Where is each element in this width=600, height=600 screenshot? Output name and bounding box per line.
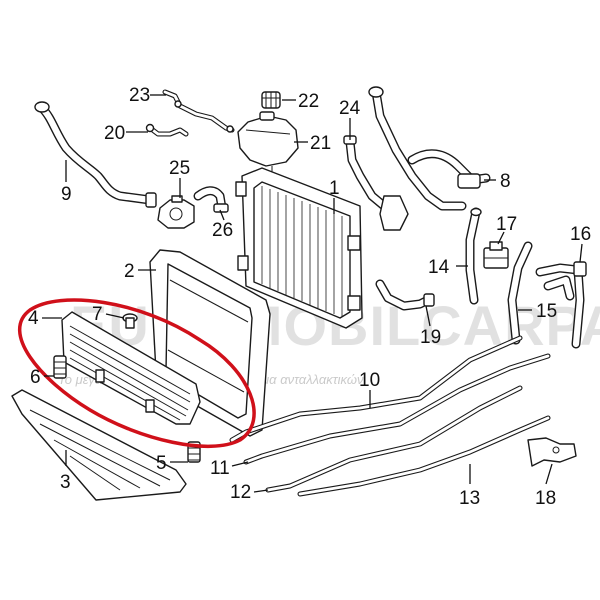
callout-25: 25 (169, 158, 190, 179)
hose-part-8 (368, 86, 491, 211)
bracket-part-23 (162, 89, 235, 133)
callout-15: 15 (536, 301, 557, 322)
highlight-ellipse (17, 298, 256, 448)
callout-20: 20 (104, 123, 125, 144)
grommet-part-6 (53, 355, 67, 379)
callout-7: 7 (92, 304, 103, 325)
callout-8: 8 (500, 171, 511, 192)
hose-part-24 (343, 135, 409, 231)
callout-6: 6 (30, 367, 41, 388)
aux-cooler-part-4 (61, 311, 201, 425)
pipe-part-16 (535, 261, 587, 349)
hose-part-14 (465, 207, 482, 305)
callout-10: 10 (359, 370, 380, 391)
hose-part-15 (507, 241, 533, 345)
callout-21: 21 (310, 133, 331, 154)
callout-2: 2 (124, 261, 135, 282)
callout-14: 14 (428, 257, 450, 278)
callout-1: 1 (329, 178, 340, 199)
hose-part-26 (193, 186, 229, 213)
bracket-part-18 (527, 437, 577, 467)
callout-9: 9 (61, 184, 72, 205)
hose-part-19 (375, 279, 435, 311)
pipe-part-20 (145, 123, 189, 137)
expansion-tank-part-21 (237, 111, 299, 174)
callout-12: 12 (230, 482, 251, 503)
lines-part-10-11-12-13 (229, 335, 551, 497)
thermostat-part-25 (157, 195, 195, 229)
leader-lines (42, 94, 583, 493)
callout-11: 11 (210, 458, 230, 479)
callout-17: 17 (496, 214, 517, 235)
hose-part-9 (34, 101, 157, 208)
callout-23: 23 (129, 85, 150, 106)
radiator-part-1 (235, 167, 363, 329)
callout-24: 24 (339, 98, 361, 119)
callout-4: 4 (28, 308, 39, 329)
cap-part-22 (261, 91, 281, 109)
air-duct-part-3 (11, 389, 187, 501)
bolt-part-7 (122, 313, 138, 329)
callout-26: 26 (212, 220, 233, 241)
callout-3: 3 (60, 472, 71, 493)
callout-16: 16 (570, 224, 591, 245)
callout-19: 19 (420, 327, 441, 348)
callout-18: 18 (535, 488, 556, 509)
callout-numbers: 23 20 9 25 26 22 21 24 1 2 4 7 6 3 5 11 … (28, 85, 591, 509)
valve-part-17 (483, 241, 509, 269)
callout-22: 22 (298, 91, 319, 112)
callout-13: 13 (459, 488, 480, 509)
callout-5: 5 (156, 453, 167, 474)
